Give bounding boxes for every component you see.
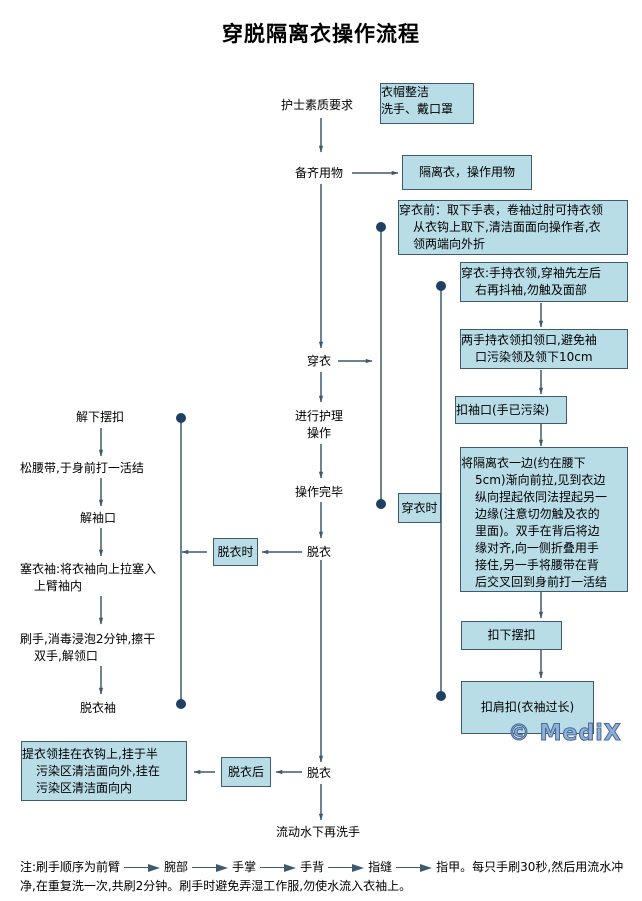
- arrow-icon: [260, 863, 297, 873]
- arrow-icon: [328, 863, 365, 873]
- note-suffix: 。每只手刷30秒,然后用流水冲净,在重复洗一次,共刷2分钟。刷手时避免弄湿工作服…: [20, 860, 624, 893]
- label-donning-time: 穿衣时: [398, 493, 441, 523]
- step-line: 两手持衣领扣领口,避免袖: [461, 333, 597, 347]
- arrow-icon: [192, 863, 229, 873]
- box-materials-text: 隔离衣，操作用物: [418, 165, 515, 179]
- step-don-1: 穿衣:手持衣领,穿袖先左后 右再抖袖,勿触及面部: [460, 262, 628, 302]
- step-line: 边缘(注意切勿触及衣的: [475, 507, 600, 521]
- label-doffing-time: 脱衣时: [213, 538, 258, 566]
- step-line: 缘对齐,向一侧折叠用手: [475, 541, 599, 555]
- watermark-logo: © MediX: [508, 721, 622, 747]
- note-step: 手掌: [232, 860, 257, 874]
- note-step: 指缝: [368, 860, 393, 874]
- page-title: 穿脱隔离衣操作流程: [222, 22, 420, 46]
- node-doff-1: 脱衣: [307, 545, 332, 559]
- box-appearance: 衣帽整洁 洗手、戴口罩: [380, 83, 474, 124]
- hang-gown-line: 污染区清洁面向内: [36, 781, 133, 795]
- doff-step-5: 刷手,消毒浸泡2分钟,擦干 双手,解领口: [20, 631, 155, 665]
- step-line: 扣袖口(手已污染): [456, 403, 550, 417]
- box-materials: 隔离衣，操作用物: [402, 155, 532, 190]
- doff-step-line: 刷手,消毒浸泡2分钟,擦干: [20, 632, 156, 646]
- step-line: 5cm)渐向前拉,见到衣边: [475, 473, 606, 487]
- step-don-5: 扣下摆扣: [461, 621, 562, 650]
- node-care-operation-2: 操作: [307, 426, 332, 440]
- hang-gown-line: 提衣领挂在衣钩上,挂于半: [22, 747, 158, 761]
- step-line: 口污染领及领下10cm: [475, 350, 593, 364]
- node-operation-done: 操作完毕: [295, 485, 344, 499]
- step-line: 后交叉回到身前打一活结: [475, 575, 608, 589]
- step-line: 扣下摆扣: [487, 628, 536, 642]
- box-before-donning: 穿衣前：取下手表，卷袖过肘可持衣领 从衣钩上取下,清洁面面向操作者,衣 领两端向…: [398, 200, 628, 255]
- node-wash-hands: 流动水下再洗手: [276, 825, 361, 839]
- doff-step-1: 解下摆扣: [76, 410, 125, 424]
- arrow-icon: [396, 863, 433, 873]
- doffing-time-text: 脱衣时: [217, 544, 254, 559]
- step-don-2: 两手持衣领扣领口,避免袖 口污染领及领下10cm: [460, 329, 628, 369]
- dot-donning-outer-top: [376, 222, 386, 232]
- node-doff-2: 脱衣: [307, 766, 332, 780]
- note-step: 手背: [300, 860, 325, 874]
- step-line: 纵向捏起依同法捏起另一: [475, 490, 608, 504]
- step-line: 扣肩扣(衣袖过长): [480, 700, 575, 714]
- after-doffing-text: 脱衣后: [227, 764, 264, 779]
- step-line: 穿衣:手持衣领,穿袖先左后: [461, 266, 601, 280]
- dot-donning-inner-bottom: [436, 691, 446, 701]
- step-don-3: 扣袖口(手已污染): [455, 396, 567, 424]
- doff-step-line: 塞衣袖:将衣袖向上拉塞入: [20, 562, 157, 576]
- box-appearance-line: 洗手、戴口罩: [381, 102, 454, 116]
- doff-step-2: 松腰带,于身前打一活结: [20, 461, 144, 475]
- doff-step-line: 上臂袖内: [34, 579, 83, 593]
- hang-gown-line: 污染区清洁面向外,挂在: [36, 764, 160, 778]
- before-donning-line: 穿衣前：取下手表，卷袖过肘可持衣领: [399, 203, 604, 217]
- note-step: 指甲: [436, 860, 461, 874]
- node-care-operation-1: 进行护理: [295, 409, 344, 423]
- before-donning-line: 领两端向外折: [413, 237, 486, 251]
- step-line: 将隔离衣一边(约在腰下: [461, 456, 586, 470]
- before-donning-line: 从衣钩上取下,清洁面面向操作者,衣: [413, 220, 601, 234]
- step-don-4: 将隔离衣一边(约在腰下 5cm)渐向前拉,见到衣边 纵向捏起依同法捏起另一 边缘…: [460, 447, 628, 592]
- note-prefix: 注:刷手顺序为前臂: [20, 860, 121, 874]
- box-hang-gown: 提衣领挂在衣钩上,挂于半 污染区清洁面向外,挂在 污染区清洁面向内: [21, 741, 187, 801]
- dot-donning-inner-top: [436, 281, 446, 291]
- box-appearance-line: 衣帽整洁: [381, 85, 430, 99]
- step-line: 里面)。双手在背后将边: [475, 524, 600, 538]
- step-line: 接住,另一手将腰带在背: [475, 558, 599, 572]
- node-nurse-requirements: 护士素质要求: [281, 98, 354, 112]
- dot-doffing-top: [176, 413, 186, 423]
- dot-donning-outer-bottom: [376, 499, 386, 509]
- node-prepare-materials: 备齐用物: [295, 166, 344, 180]
- doff-step-4: 塞衣袖:将衣袖向上拉塞入 上臂袖内: [20, 561, 156, 595]
- node-don: 穿衣: [307, 354, 332, 368]
- step-line: 右再抖袖,勿触及面部: [475, 283, 587, 297]
- donning-time-text: 穿衣时: [401, 500, 438, 515]
- label-after-doffing: 脱衣后: [221, 757, 271, 787]
- doff-step-line: 双手,解领口: [34, 649, 98, 663]
- footnote: 注:刷手顺序为前臂 腕部 手掌 手背 指缝 指甲。每只手刷30秒,然后用流水冲净,在重复洗…: [20, 858, 635, 896]
- doff-step-3: 解袖口: [80, 511, 117, 525]
- step-don-6: 扣肩扣(衣袖过长): [461, 681, 594, 734]
- doff-step-6: 脱衣袖: [80, 701, 117, 715]
- note-step: 腕部: [164, 860, 189, 874]
- arrow-icon: [124, 863, 161, 873]
- dot-doffing-bottom: [176, 699, 186, 709]
